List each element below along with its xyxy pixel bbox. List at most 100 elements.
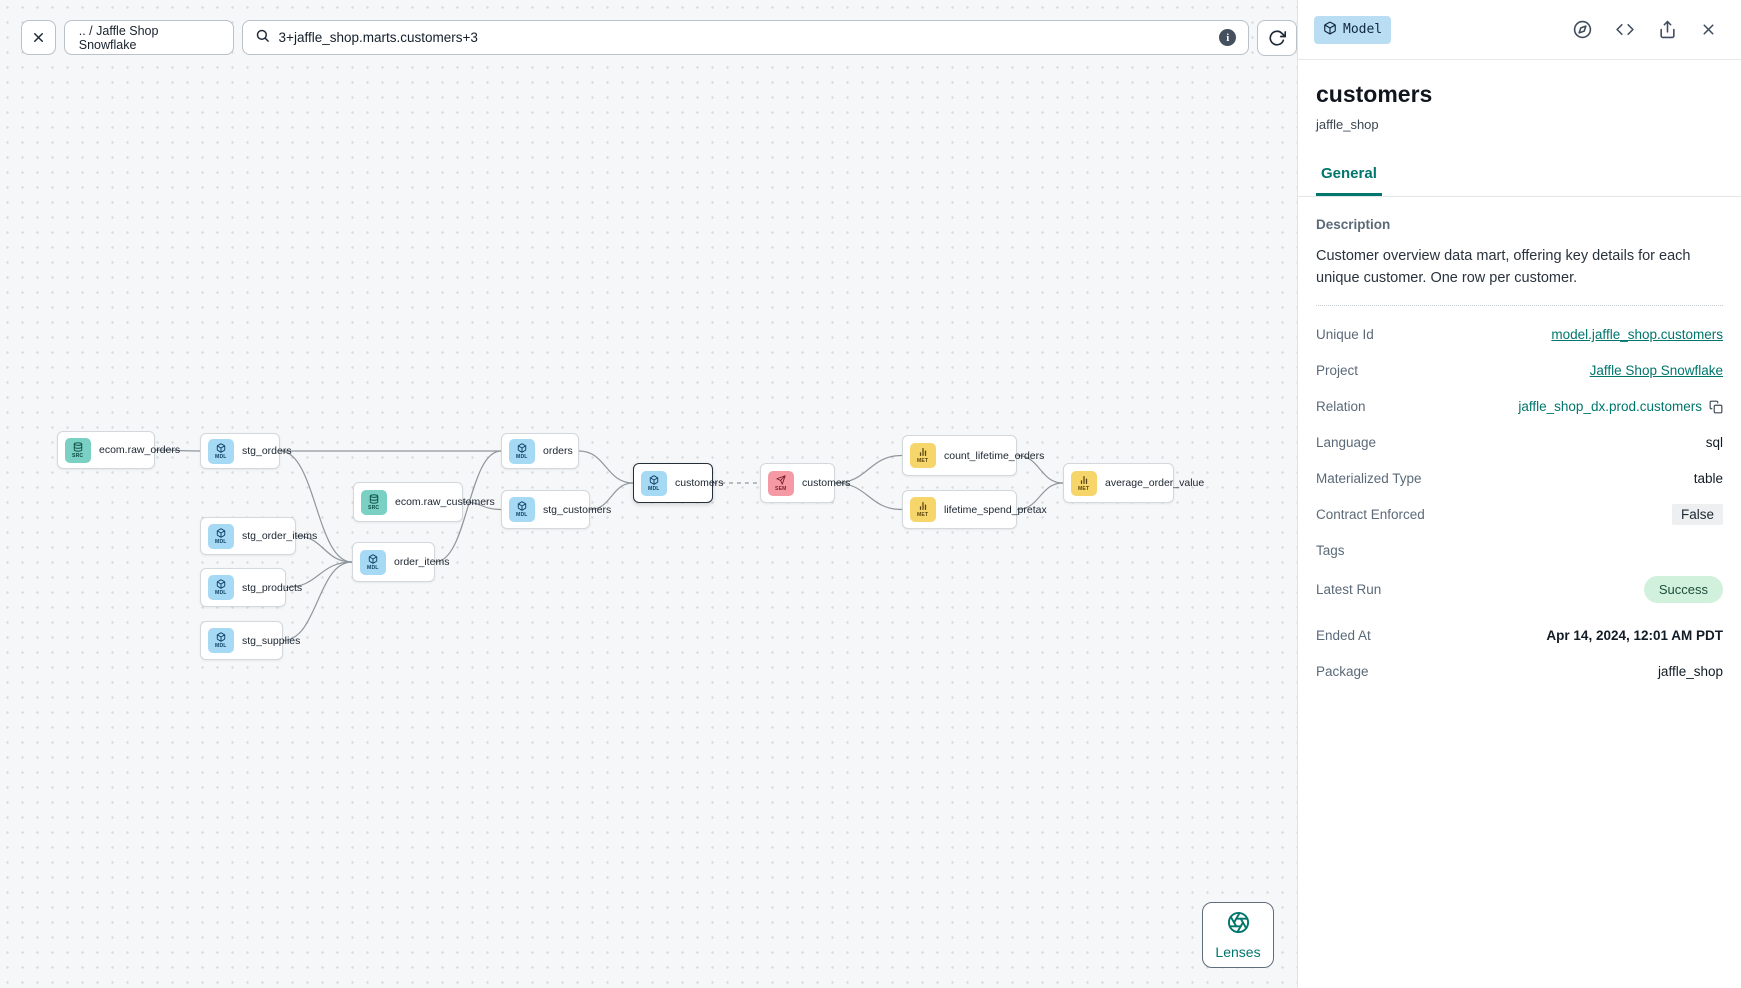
page-title: customers bbox=[1316, 81, 1433, 107]
mdl-node-icon: MDL bbox=[208, 575, 234, 600]
share-icon[interactable] bbox=[1658, 20, 1677, 39]
src-node-icon: SRC bbox=[65, 437, 91, 463]
description-text: Customer overview data mart, offering ke… bbox=[1316, 248, 1691, 286]
search-input[interactable] bbox=[278, 30, 1211, 45]
edge-stg_order_items-to-order_items bbox=[295, 535, 353, 563]
package-subtitle: jaffle_shop bbox=[1316, 117, 1379, 132]
resource-type-badge: Model bbox=[1314, 15, 1392, 44]
met-node-icon: MET bbox=[910, 443, 936, 468]
edge-count_lifetime_orders-to-average_order_value bbox=[1016, 454, 1064, 484]
row-value-text: jaffle_shop_dx.prod.customers bbox=[1518, 399, 1702, 414]
edge-orders-to-customers bbox=[578, 450, 634, 484]
row-value: sql bbox=[1706, 435, 1723, 450]
node-label: lifetime_spend_pretax bbox=[944, 503, 1047, 516]
info-icon[interactable]: i bbox=[1219, 29, 1237, 46]
refresh-button[interactable] bbox=[1257, 20, 1297, 56]
row-value-text: sql bbox=[1705, 435, 1723, 450]
mdl-node-icon: MDL bbox=[208, 438, 234, 464]
detail-row-materialized-type: Materialized Type table bbox=[1316, 468, 1723, 490]
close-lineage-button[interactable] bbox=[21, 20, 56, 55]
node-label: stg_products bbox=[242, 581, 303, 594]
edge-ecom.raw_orders-to-stg_orders bbox=[154, 449, 201, 452]
mdl-node-icon: MDL bbox=[208, 523, 234, 549]
mdl-node-icon: MDL bbox=[208, 628, 234, 653]
tab-general[interactable]: General bbox=[1316, 165, 1382, 196]
node-stg_products[interactable]: MDL stg_products bbox=[200, 568, 302, 607]
detail-row-ended-at: Ended At Apr 14, 2024, 12:01 AM PDT bbox=[1316, 625, 1723, 647]
detail-row-tags: Tags bbox=[1316, 540, 1723, 562]
row-value-text: jaffle_shop bbox=[1657, 664, 1723, 679]
node-ecom.raw_orders[interactable]: SRC ecom.raw_orders bbox=[57, 431, 180, 469]
node-stg_customers[interactable]: MDL stg_customers bbox=[501, 490, 611, 529]
row-label: Language bbox=[1316, 435, 1377, 450]
row-label: Project bbox=[1316, 363, 1359, 378]
breadcrumb[interactable]: .. / Jaffle Shop Snowflake bbox=[63, 20, 234, 55]
node-count_lifetime_orders[interactable]: MET count_lifetime_orders bbox=[902, 435, 1044, 476]
row-value-text[interactable]: model.jaffle_shop.customers bbox=[1551, 327, 1723, 342]
node-label: orders bbox=[543, 445, 573, 457]
node-average_order_value[interactable]: MET average_order_value bbox=[1063, 463, 1204, 503]
mdl-node-icon: MDL bbox=[509, 438, 535, 464]
breadcrumb-label: .. / Jaffle Shop Snowflake bbox=[78, 23, 159, 52]
dotted-divider bbox=[1316, 304, 1723, 306]
node-label: count_lifetime_orders bbox=[944, 449, 1045, 462]
edge-stg_customers-to-customers bbox=[589, 482, 634, 511]
detail-row-relation: Relation jaffle_shop_dx.prod.customers bbox=[1316, 396, 1723, 418]
edge-stg_orders-to-order_items bbox=[279, 450, 353, 563]
node-label: ecom.raw_orders bbox=[99, 444, 181, 456]
edge-order_items-to-orders bbox=[434, 450, 502, 563]
edge-ecom.raw_customers-to-stg_customers bbox=[462, 501, 502, 511]
row-value: jaffle_shop bbox=[1658, 664, 1723, 679]
row-value-text: Apr 14, 2024, 12:01 AM PDT bbox=[1546, 628, 1723, 643]
detail-row-language: Language sql bbox=[1316, 432, 1723, 454]
explore-compass-icon[interactable] bbox=[1573, 20, 1592, 39]
lenses-aperture-icon bbox=[1227, 911, 1250, 939]
panel-content: Description Customer overview data mart,… bbox=[1298, 197, 1741, 683]
row-value-text[interactable]: Jaffle Shop Snowflake bbox=[1589, 363, 1723, 378]
lineage-toolbar: .. / Jaffle Shop Snowflake i bbox=[21, 20, 1297, 56]
row-value-text: table bbox=[1693, 471, 1723, 486]
mdl-node-icon: MDL bbox=[509, 497, 535, 522]
row-label: Package bbox=[1316, 664, 1369, 679]
sem-node-icon: SEM bbox=[768, 470, 794, 496]
close-icon bbox=[31, 30, 46, 45]
row-label: Materialized Type bbox=[1316, 471, 1422, 486]
row-label: Relation bbox=[1316, 399, 1366, 414]
row-label: Tags bbox=[1316, 543, 1345, 558]
close-panel-icon[interactable] bbox=[1700, 21, 1717, 38]
copy-icon[interactable] bbox=[1709, 400, 1723, 414]
node-label: ecom.raw_customers bbox=[395, 496, 495, 508]
lineage-edges bbox=[154, 449, 1064, 642]
node-label: average_order_value bbox=[1105, 477, 1205, 489]
node-stg_order_items[interactable]: MDL stg_order_items bbox=[200, 517, 317, 555]
view-code-icon[interactable] bbox=[1615, 20, 1635, 39]
detail-row-package: Package jaffle_shop bbox=[1316, 661, 1723, 683]
node-label: stg_order_items bbox=[242, 530, 318, 542]
row-label: Ended At bbox=[1316, 628, 1371, 643]
node-label: stg_customers bbox=[543, 503, 612, 516]
node-orders[interactable]: MDL orders bbox=[501, 433, 579, 469]
node-label: order_items bbox=[394, 556, 450, 568]
lineage-search[interactable]: i bbox=[241, 20, 1250, 55]
panel-title-block: customers jaffle_shop bbox=[1298, 60, 1741, 132]
row-value: model.jaffle_shop.customers bbox=[1551, 327, 1723, 342]
details-panel: Model customers jaffle_shop General Desc… bbox=[1297, 0, 1741, 988]
met-node-icon: MET bbox=[1071, 470, 1097, 496]
lenses-button[interactable]: Lenses bbox=[1202, 902, 1274, 968]
edge-customers_sem-to-lifetime_spend_pretax bbox=[834, 482, 903, 511]
panel-actions bbox=[1573, 20, 1717, 39]
refresh-icon bbox=[1268, 29, 1287, 47]
panel-tabbar: General bbox=[1298, 165, 1741, 197]
